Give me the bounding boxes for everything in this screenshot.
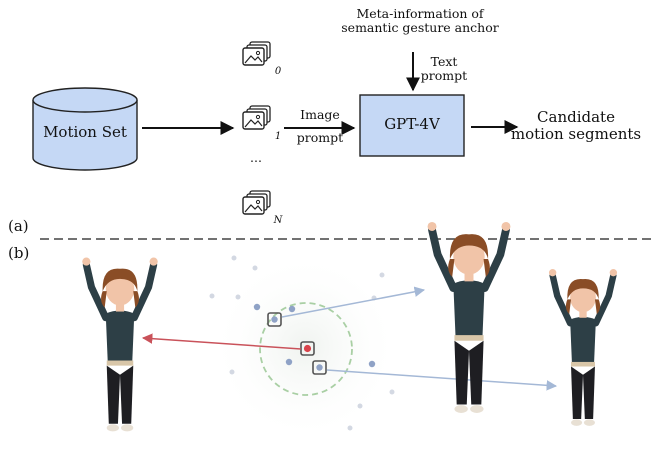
meta-information-label: Meta-information of semantic gesture anc… [310,6,530,36]
image-index-1: 1 [274,131,282,142]
candidate-point-2 [316,364,323,371]
image-index-0: 0 [274,66,282,77]
image-prompt-line-2: prompt [296,130,344,146]
meta-info-line-1: Meta-information of [356,6,484,21]
mid-points [253,303,376,368]
text-prompt-line-2: prompt [420,68,468,84]
image-icon-n [242,190,271,215]
red-arrow-to-left-figure [141,333,302,350]
image-prompt-label: Image prompt [288,107,352,146]
motion-set-cylinder [32,87,138,171]
faint-point [252,265,258,271]
faint-point [379,272,385,278]
candidate-box-1 [267,312,282,327]
faint-point [235,294,241,300]
gpt4v-box [359,94,465,157]
panel-b-tag: (b) [8,244,30,262]
blue-arrow-to-right-figure [326,369,558,391]
candidate-box-2 [312,360,327,375]
output-line-1: Candidate [537,108,615,126]
image-index-ellipsis: ... [250,150,262,165]
embedding-point [253,303,261,311]
faint-point [357,403,363,409]
image-icon-0 [242,41,271,66]
faint-point [347,425,353,431]
faint-point [231,255,237,261]
motion-set-label: Motion Set [43,123,127,141]
meta-info-line-2: semantic gesture anchor [341,20,499,36]
embedding-point [288,305,296,313]
candidate-point-1 [271,316,278,323]
faint-point [209,293,215,299]
embedding-point [285,358,293,366]
gpt4v-label: GPT-4V [384,115,440,133]
anchor-point [303,344,312,353]
character-figure-left [82,258,157,432]
dashed-neighborhood-circle [259,302,353,396]
candidate-output-label: Candidate motion segments [506,108,646,144]
output-line-2: motion segments [510,125,642,144]
text-prompt-line-1: Text [430,54,458,69]
character-figure-middle [428,222,511,413]
image-prompt-line-1: Image [300,107,340,122]
blue-arrow-to-top-figure [281,286,426,318]
image-icon-1 [242,105,271,130]
embedding-point [368,360,376,368]
panel-a-tag: (a) [8,217,29,235]
faint-point [229,369,235,375]
image-index-n: N [273,215,283,226]
scatter-points [209,255,395,431]
faint-point [389,389,395,395]
text-prompt-label: Text prompt [418,54,470,84]
character-figure-right [549,269,617,426]
